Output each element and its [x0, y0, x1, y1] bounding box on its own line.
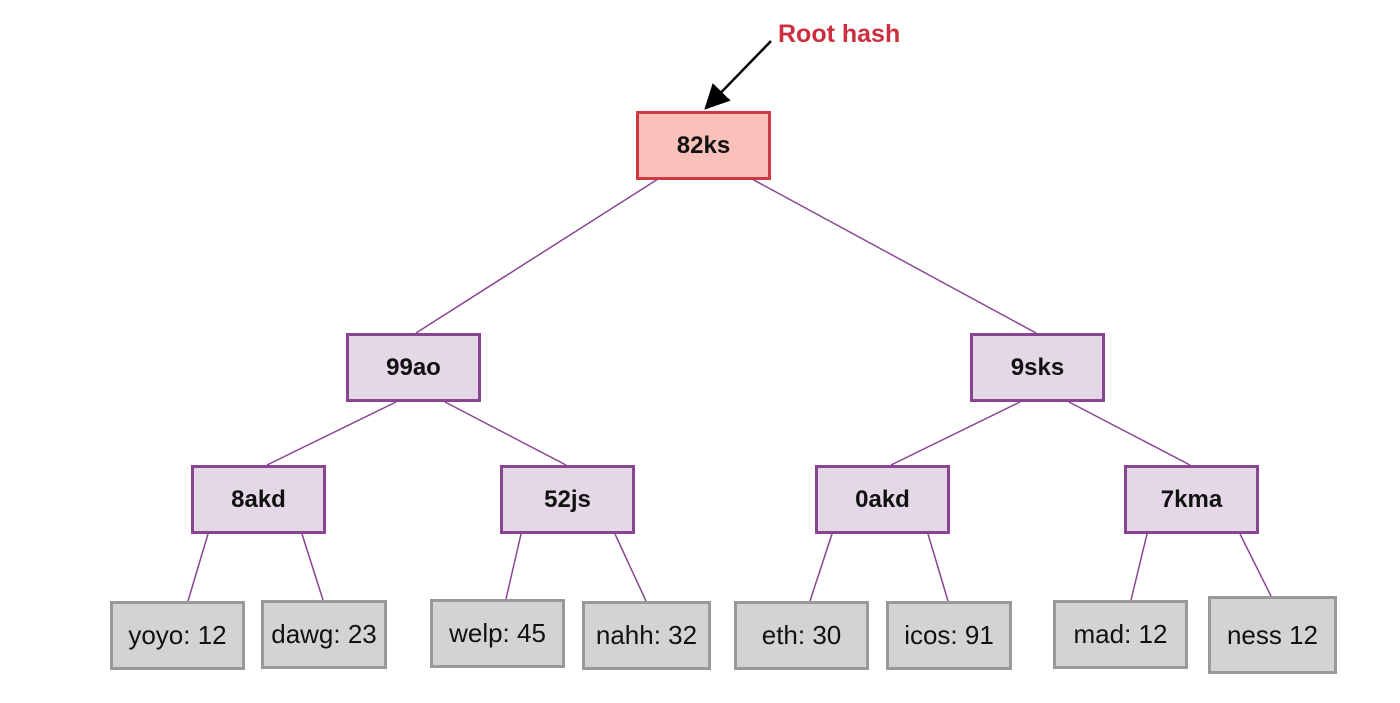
edge-52js-welp: [505, 533, 522, 600]
leaf-node: yoyo: 12: [110, 601, 245, 670]
leaf-node: mad: 12: [1053, 600, 1188, 669]
edge-0akd-icos: [927, 533, 949, 602]
leaf-node: eth: 30: [734, 601, 869, 670]
leaf-node: ness 12: [1208, 596, 1337, 674]
node-0akd: 0akd: [815, 465, 950, 534]
edge-52js-nahh: [614, 533, 647, 602]
edge-7kma-ness: [1239, 533, 1272, 597]
edge-0akd-eth: [809, 533, 833, 602]
leaf-node: icos: 91: [886, 601, 1012, 670]
node-99ao: 99ao: [346, 333, 481, 402]
edge-8akd-dawg: [301, 533, 324, 601]
root-node: 82ks: [636, 111, 771, 180]
leaf-node: welp: 45: [430, 599, 565, 668]
edge-7kma-mad: [1130, 533, 1148, 601]
node-9sks: 9sks: [970, 333, 1105, 402]
edge-root-9sks: [751, 178, 1037, 334]
leaf-node: nahh: 32: [582, 601, 711, 670]
edge-root-99ao: [415, 178, 659, 334]
root-hash-arrow: [704, 40, 772, 110]
node-52js: 52js: [500, 465, 635, 534]
node-8akd: 8akd: [191, 465, 326, 534]
edge-9sks-0akd: [890, 401, 1021, 466]
edge-99ao-52js: [444, 401, 567, 466]
edge-99ao-8akd: [266, 401, 397, 466]
edge-9sks-7kma: [1068, 401, 1191, 466]
edge-8akd-yoyo: [187, 533, 209, 602]
root-hash-label: Root hash: [778, 20, 901, 48]
leaf-node: dawg: 23: [261, 600, 387, 669]
node-7kma: 7kma: [1124, 465, 1259, 534]
